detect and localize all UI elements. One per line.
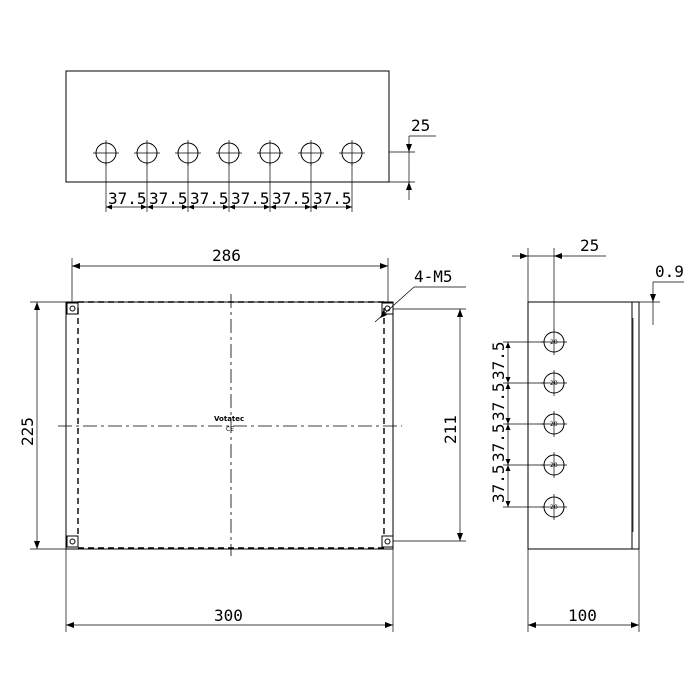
hole-pitch-label: 37.5 [108,189,147,208]
top-view-holes [93,140,365,212]
side-pitch-label: 37.5 [489,341,508,380]
side-view-holes: 20 20 20 20 20 [503,329,567,520]
side-view: 20 20 20 20 20 25 0.9 37.5 37.5 37.5 37.5 [489,236,684,632]
hole-size-label: 20 [550,339,558,346]
outer-width-dimension: 300 [65,549,394,632]
side-pitch-label: 37.5 [489,464,508,503]
hole-pitch-label: 37.5 [272,189,311,208]
hole-pitch-label: 37.5 [231,189,270,208]
wall-thickness-dimension: 0.9 [639,262,684,325]
hole-pitch-label: 37.5 [190,189,229,208]
outer-height-dimension: 225 [18,301,66,550]
hole-size-label: 20 [550,504,558,511]
inner-height-dimension: 211 [393,308,466,542]
inner-height-label: 211 [441,415,460,444]
hole-size-label: 20 [550,462,558,469]
thread-label: 4-M5 [414,267,453,286]
side-pitch-labels: 37.5 37.5 37.5 37.5 [489,341,508,503]
hole-pitch-label: 37.5 [313,189,352,208]
side-pitch-label: 37.5 [489,382,508,421]
inner-width-dimension: 286 [71,246,389,302]
front-view: Votatec CE 286 4-M5 225 [18,246,466,632]
svg-text:CE: CE [226,426,234,433]
side-offset-label: 25 [580,236,599,255]
inner-width-label: 286 [212,246,241,265]
outer-height-label: 225 [18,417,37,446]
top-offset-dimension: 25 [389,116,436,200]
side-view-outline [527,301,640,550]
depth-label: 100 [568,606,597,625]
thread-callout: 4-M5 [374,267,466,323]
hole-size-label: 20 [550,380,558,387]
corner-screws [66,302,394,548]
hole-size-label: 20 [550,421,558,428]
wall-thickness-label: 0.9 [655,262,684,281]
side-offset-dimension: 25 [512,236,606,330]
outer-width-label: 300 [214,606,243,625]
brand-logo: Votatec [214,415,244,423]
top-offset-label: 25 [411,116,430,135]
hole-pitch-label: 37.5 [149,189,188,208]
top-view-outline [65,70,390,183]
depth-dimension: 100 [527,549,640,632]
side-pitch-label: 37.5 [489,423,508,462]
